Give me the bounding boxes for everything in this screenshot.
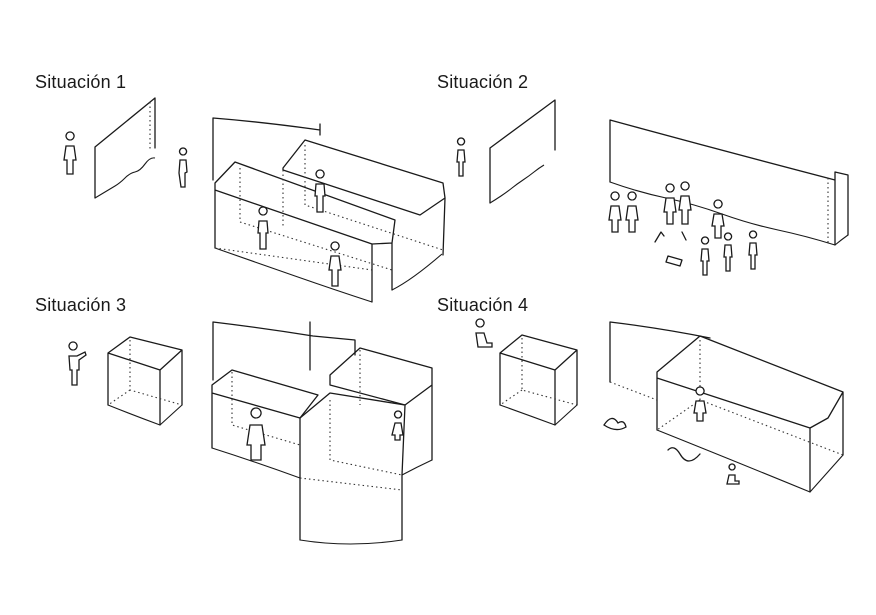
box-hidden-edges [107,340,183,406]
seated-person-figure [726,463,740,485]
wall-base [489,164,545,204]
person-figure [678,181,692,225]
panel-title-2: Situación 2 [437,72,529,92]
small-box [499,334,578,426]
panel-title-3: Situación 3 [35,295,127,315]
person-figure [711,199,725,239]
lying-person-figure [603,417,627,431]
situation-4-sketch [475,318,844,493]
back-wall [212,117,321,181]
person-figure [314,169,326,213]
person-figure [391,410,404,441]
box-top-right [329,347,433,461]
person-figure [723,232,733,272]
panel-title-1: Situación 1 [35,72,127,92]
box-lower [214,161,396,303]
box-hidden-edges [609,340,844,456]
large-box [656,335,844,493]
small-box [107,336,183,426]
box-top-left [211,369,319,479]
person-figure [608,191,622,233]
person-figure [246,407,266,461]
person-figure [68,341,87,386]
back-wall [609,321,711,383]
box-base [211,447,433,545]
situation-2-sketch [456,99,849,276]
wall [94,97,156,199]
box-base [656,429,844,493]
box-hidden-edges [499,338,578,406]
person-figure [748,230,758,270]
musician-figure [654,231,687,267]
person-figure [625,191,639,233]
person-figure [63,131,77,175]
situation-1-sketch [63,97,446,303]
box-base [499,404,578,426]
seated-person-figure [475,318,493,348]
person-figure [257,206,269,250]
box-hidden-edges [214,145,444,271]
long-wall [609,119,849,246]
crowd [608,181,758,276]
person-figure [178,147,188,188]
box-bottom-right [299,392,406,541]
box-upper [282,139,446,256]
person-figure [663,183,677,225]
wall-base [94,157,156,199]
box-base [107,404,183,426]
situation-3-sketch [68,321,433,545]
box-hidden-edges [231,350,403,491]
person-figure [693,386,707,422]
box-base [214,247,443,303]
panel-title-4: Situación 4 [437,295,529,315]
person-figure [700,236,710,276]
child-figure [667,447,701,462]
back-wall [212,321,356,381]
person-figure [456,137,466,177]
person-figure [328,241,342,287]
wall [489,99,556,204]
